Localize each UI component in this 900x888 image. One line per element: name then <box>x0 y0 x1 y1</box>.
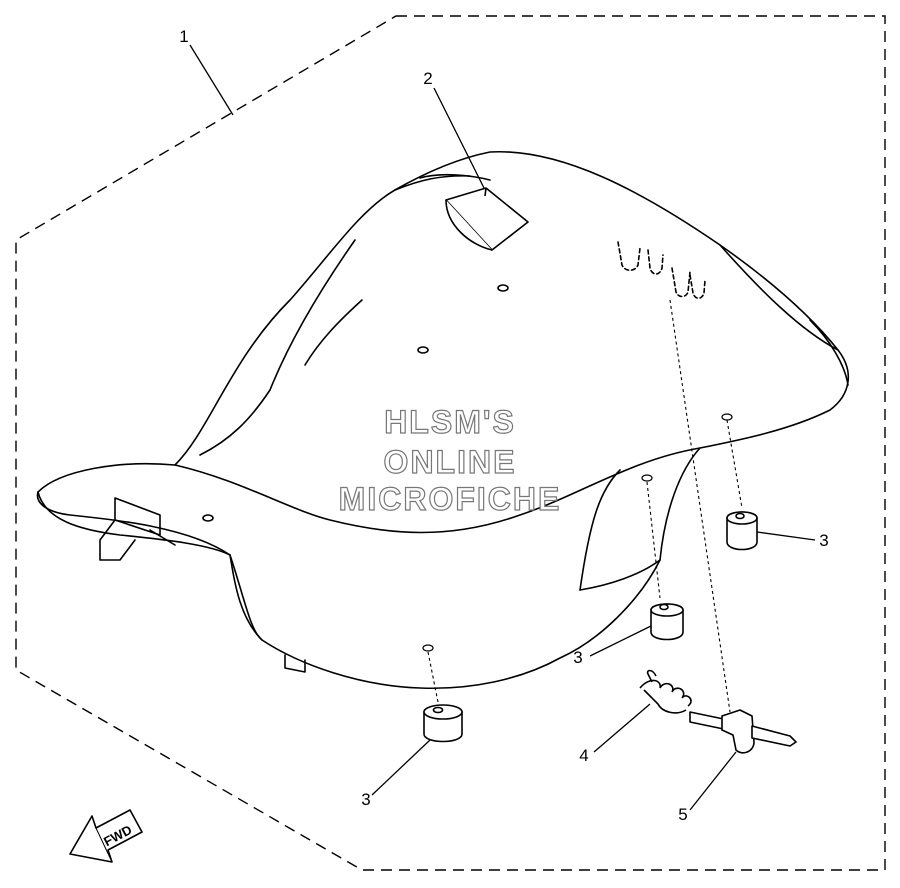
watermark-line-1: HLSM'S <box>384 404 516 440</box>
spring <box>639 669 692 714</box>
assembly-boundary <box>15 15 886 871</box>
callout-3-right: 3 <box>819 531 828 550</box>
callout-3-front: 3 <box>361 790 370 809</box>
callout-5: 5 <box>678 805 687 824</box>
leader-lines <box>189 44 816 811</box>
seat-damper-middle <box>650 603 684 641</box>
seat-body <box>36 150 850 690</box>
seat-strap <box>445 187 529 251</box>
callout-1: 1 <box>179 27 188 46</box>
lock-rod <box>689 709 797 754</box>
callout-2: 2 <box>423 69 432 88</box>
alignment-lines <box>427 299 743 713</box>
seat-damper-front <box>423 704 463 743</box>
watermark-line-2: ONLINE <box>384 444 517 480</box>
watermark-line-3: MICROFICHE <box>339 481 562 517</box>
fwd-arrow-icon: FWD <box>69 809 143 863</box>
seat-damper-right <box>726 511 758 551</box>
callout-3-middle: 3 <box>573 648 582 667</box>
callout-4: 4 <box>579 746 588 765</box>
